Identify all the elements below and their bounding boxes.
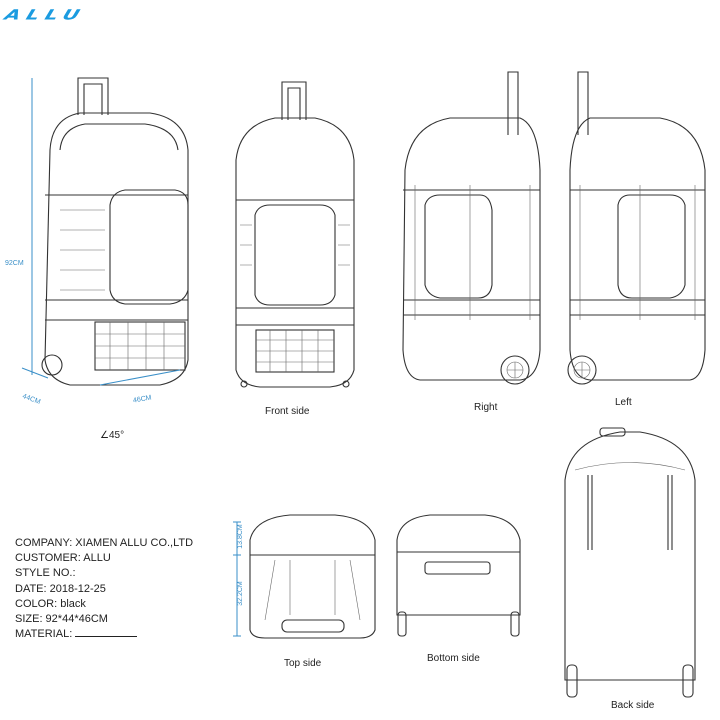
date-field: DATE: 2018-12-25 [15, 582, 106, 595]
height-dimension: 92CM [5, 260, 24, 267]
top-upper-dimension: 13.8CM [236, 524, 244, 549]
bottom-side-label: Bottom side [427, 653, 480, 664]
color-field: COLOR: black [15, 597, 86, 610]
material-field: MATERIAL: [15, 628, 73, 641]
company-field: COMPANY: XIAMEN ALLU CO.,LTD [15, 537, 194, 549]
customer-field: CUSTOMER: ALLU [15, 552, 111, 565]
front-side-label: Front side [265, 406, 310, 417]
style-no-field: STYLE NO.: [15, 567, 76, 580]
size-field: SIZE: 92*44*46CM [15, 613, 108, 626]
view-angle-label: ∠45° [100, 430, 125, 441]
top-side-label: Top side [284, 658, 322, 669]
front-view-drawing [235, 81, 355, 388]
material-row: MATERIAL: [15, 627, 193, 642]
left-side-label: Left [615, 397, 632, 408]
right-view-drawing [402, 71, 541, 385]
top-lower-dimension: 32.2CM [236, 581, 244, 606]
left-view-drawing [567, 71, 706, 385]
back-side-label: Back side [611, 700, 655, 711]
material-blank-line [75, 627, 138, 638]
back-view-drawing [564, 427, 696, 698]
right-side-label: Right [474, 402, 498, 413]
bottom-view-drawing [396, 514, 521, 637]
perspective-view-drawing [21, 77, 189, 386]
spec-info-block: COMPANY: XIAMEN ALLU CO.,LTD CUSTOMER: A… [15, 536, 193, 642]
top-view-drawing [233, 514, 376, 639]
